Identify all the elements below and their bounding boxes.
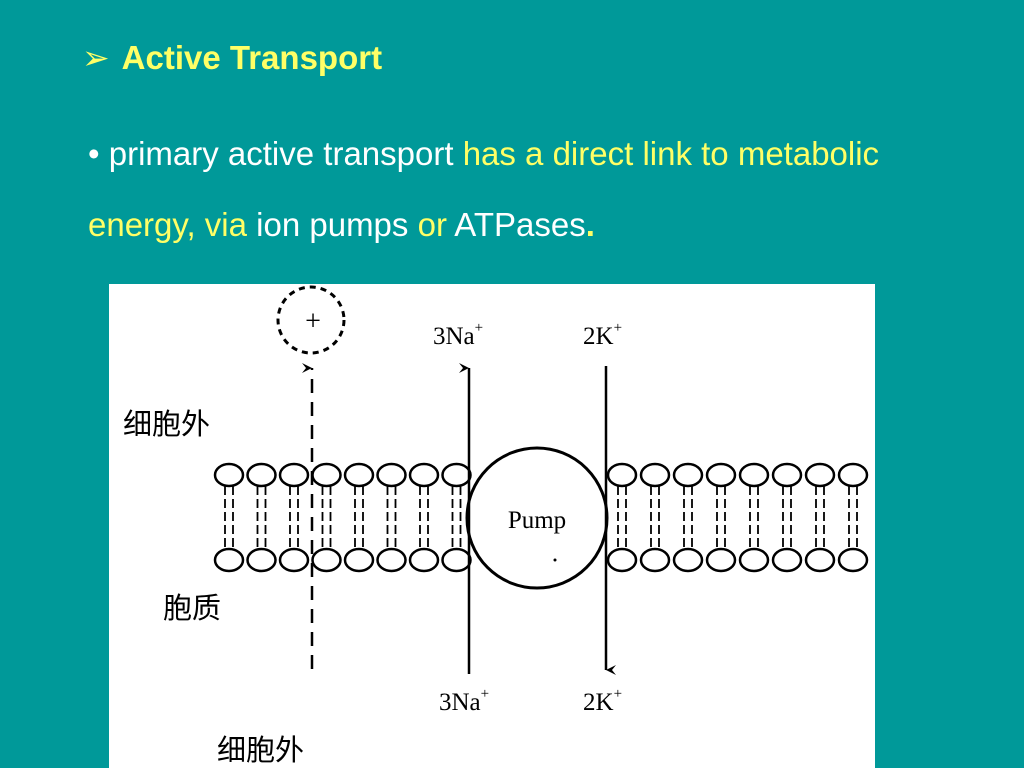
potassium-label-bottom: 2K+ bbox=[583, 686, 622, 716]
arrow-bullet-icon: ➢ bbox=[82, 39, 110, 76]
extracellular-label-bottom: 细胞外 bbox=[217, 734, 304, 767]
phospholipid-head bbox=[804, 462, 836, 488]
phospholipid-head bbox=[672, 547, 704, 573]
text-or: or bbox=[417, 206, 447, 243]
phospholipid-head bbox=[837, 462, 869, 488]
phospholipid-head bbox=[278, 462, 310, 488]
extracellular-label-top: 细胞外 bbox=[123, 408, 210, 441]
sodium-label-top: 3Na+ bbox=[433, 320, 483, 350]
text-primary-active-transport: primary active transport bbox=[108, 135, 454, 172]
phospholipid-head bbox=[311, 547, 342, 573]
text-period: . bbox=[585, 206, 595, 243]
text-direct-link: has a direct link to bbox=[462, 135, 729, 172]
lipid-bilayer-right bbox=[606, 462, 869, 573]
phospholipid-head bbox=[408, 547, 440, 573]
phospholipid-head bbox=[278, 547, 310, 573]
phospholipid-head bbox=[311, 462, 342, 488]
phospholipid-head bbox=[606, 547, 638, 573]
phospholipid-head bbox=[771, 462, 803, 488]
cytoplasm-label: 胞质 bbox=[163, 592, 221, 625]
pump-speck bbox=[553, 558, 557, 562]
membrane-diagram: Pump + 3Na+ 2K+ 3Na+ 2K+ 细胞外 胞质 细胞外 bbox=[109, 284, 875, 768]
phospholipid-head bbox=[246, 462, 277, 488]
charge-circle-icon bbox=[276, 285, 346, 355]
lipid-bilayer bbox=[213, 462, 869, 573]
phospholipid-head bbox=[408, 462, 440, 488]
slide-title-text: Active Transport bbox=[121, 39, 383, 76]
phospholipid-head bbox=[376, 547, 407, 573]
phospholipid-head bbox=[343, 462, 375, 488]
phospholipid-head bbox=[343, 547, 375, 573]
phospholipid-head bbox=[441, 462, 472, 488]
phospholipid-head bbox=[738, 462, 770, 488]
text-metabolic-energy: metabolic energy, via bbox=[88, 135, 880, 243]
phospholipid-head bbox=[246, 547, 277, 573]
phospholipid-head bbox=[672, 462, 704, 488]
phospholipid-head bbox=[213, 462, 245, 488]
phospholipid-head bbox=[213, 547, 245, 573]
charge-symbol: + bbox=[305, 306, 321, 337]
membrane-diagram-svg: Pump + 3Na+ 2K+ 3Na+ 2K+ 细胞外 胞质 细胞外 bbox=[123, 285, 869, 767]
potassium-label-top: 2K+ bbox=[583, 320, 622, 350]
phospholipid-head bbox=[771, 547, 803, 573]
bullet-paragraph: • primary active transport has a direct … bbox=[88, 118, 968, 260]
phospholipid-head bbox=[837, 547, 869, 573]
phospholipid-head bbox=[639, 462, 671, 488]
phospholipid-head bbox=[705, 547, 737, 573]
text-ion-pumps: ion pumps bbox=[256, 206, 409, 243]
slide-title: ➢ Active Transport bbox=[82, 38, 382, 77]
phospholipid-head bbox=[804, 547, 836, 573]
phospholipid-head bbox=[738, 547, 770, 573]
phospholipid-head bbox=[376, 462, 407, 488]
pump-label: Pump bbox=[508, 507, 566, 534]
text-atpases: ATPases bbox=[454, 206, 586, 243]
lipid-bilayer-left bbox=[213, 462, 472, 573]
phospholipid-head bbox=[441, 547, 472, 573]
sodium-label-bottom: 3Na+ bbox=[439, 686, 489, 716]
bullet-dot-icon: • bbox=[88, 135, 100, 172]
phospholipid-head bbox=[705, 462, 737, 488]
phospholipid-head bbox=[606, 462, 638, 488]
phospholipid-head bbox=[639, 547, 671, 573]
